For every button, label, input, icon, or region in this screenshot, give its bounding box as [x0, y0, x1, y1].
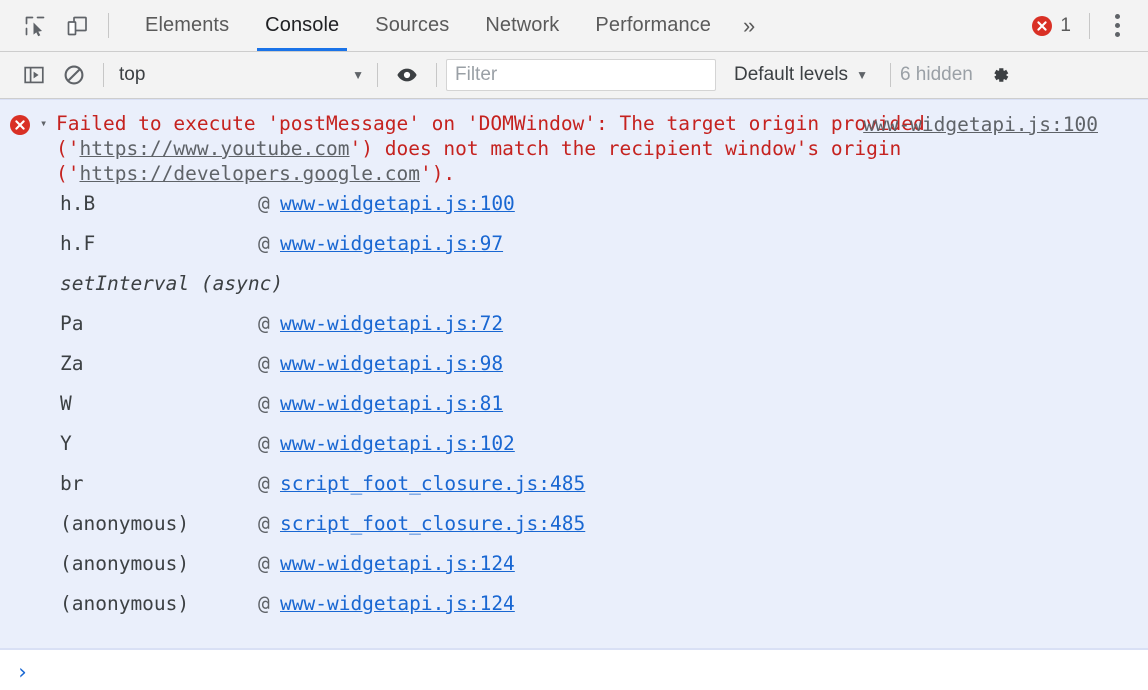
stack-frame-at-symbol: @ [258, 312, 270, 335]
chevron-down-icon: ▼ [856, 68, 868, 82]
kebab-menu-icon[interactable] [1098, 7, 1136, 45]
tab-console[interactable]: Console [247, 0, 357, 51]
stack-frame: Za @ www-widgetapi.js:98 [0, 352, 1148, 392]
tab-performance-label: Performance [595, 14, 711, 36]
execution-context-select[interactable]: top ▼ [113, 60, 368, 90]
log-levels-select[interactable]: Default levels ▼ [734, 64, 872, 86]
stack-frame: h.F @ www-widgetapi.js:97 [0, 232, 1148, 272]
error-circle-icon [1032, 15, 1053, 36]
stack-frame-function: (anonymous) [60, 552, 190, 575]
stack-frame-source-link[interactable]: script_foot_closure.js:485 [280, 472, 586, 495]
filter-divider-2 [377, 63, 378, 87]
stack-frame-function: (anonymous) [60, 512, 190, 535]
stack-frame-function: setInterval (async) [60, 272, 284, 295]
stack-frame: br @ script_foot_closure.js:485 [0, 472, 1148, 512]
live-expression-eye-icon[interactable] [387, 58, 427, 92]
execution-context-value: top [119, 64, 146, 85]
console-filter-toolbar: top ▼ Default levels ▼ 6 hidden [0, 52, 1148, 99]
filter-divider-4 [889, 63, 891, 87]
stack-frame-source-link[interactable]: www-widgetapi.js:81 [280, 392, 504, 415]
console-sidebar-icon[interactable] [14, 58, 54, 92]
tab-network-label: Network [485, 14, 560, 36]
stack-frame: (anonymous) @ www-widgetapi.js:124 [0, 592, 1148, 632]
stack-frame-function: br [60, 472, 84, 495]
disclosure-triangle-icon[interactable]: ▾ [40, 116, 48, 130]
more-tabs-chevron-icon[interactable]: » [743, 12, 756, 38]
stack-frame-function: W [60, 392, 72, 415]
stack-frame-function: h.B [60, 192, 96, 215]
stack-frame-async: setInterval (async) [0, 272, 1148, 312]
stack-frame: (anonymous) @ script_foot_closure.js:485 [0, 512, 1148, 552]
tab-sources-label: Sources [375, 14, 450, 36]
stack-frame: h.B @ www-widgetapi.js:100 [0, 192, 1148, 232]
chevron-down-icon: ▼ [352, 68, 364, 82]
hidden-messages-count[interactable]: 6 hidden [899, 64, 973, 85]
stack-frame-at-symbol: @ [258, 232, 270, 255]
tab-sources[interactable]: Sources [357, 0, 467, 51]
console-prompt-input[interactable] [29, 650, 1148, 690]
stack-frame-function: Za [60, 352, 84, 375]
error-text-segment: '). [419, 162, 456, 185]
stack-frame-source-link[interactable]: www-widgetapi.js:102 [280, 432, 515, 455]
console-message-list[interactable]: ▾ Failed to execute 'postMessage' on 'DO… [0, 99, 1148, 690]
stack-frame: W @ www-widgetapi.js:81 [0, 392, 1148, 432]
tab-elements[interactable]: Elements [127, 0, 247, 51]
error-origin-url[interactable]: https://developers.google.com [79, 162, 420, 185]
error-text-segment: ') does not match the recipient window's… [56, 137, 914, 185]
filter-divider-3 [436, 63, 437, 87]
stack-frame-at-symbol: @ [258, 512, 270, 535]
console-error-header[interactable]: ▾ Failed to execute 'postMessage' on 'DO… [0, 100, 1148, 192]
stack-frame-at-symbol: @ [258, 192, 270, 215]
stack-frame-function: h.F [60, 232, 96, 255]
stack-frame-source-link[interactable]: www-widgetapi.js:124 [280, 552, 515, 575]
error-text-segment: Failed to execute 'postMessage' on 'DOMW… [56, 112, 937, 160]
error-count-badge[interactable]: 1 [1031, 15, 1081, 37]
clear-console-icon[interactable] [54, 58, 94, 92]
stack-frame-source-link[interactable]: script_foot_closure.js:485 [280, 512, 586, 535]
tab-elements-label: Elements [145, 14, 230, 36]
gear-icon[interactable] [981, 58, 1019, 92]
console-error-message[interactable]: ▾ Failed to execute 'postMessage' on 'DO… [0, 99, 1148, 649]
stack-frame-at-symbol: @ [258, 552, 270, 575]
stack-frame: (anonymous) @ www-widgetapi.js:124 [0, 552, 1148, 592]
panel-tabs: Elements Console Sources Network Perform… [127, 0, 769, 51]
stack-frame-at-symbol: @ [258, 392, 270, 415]
filter-divider-1 [103, 63, 104, 87]
stack-frame: Y @ www-widgetapi.js:102 [0, 432, 1148, 472]
error-circle-icon [0, 111, 40, 186]
error-origin-url[interactable]: https://www.youtube.com [79, 137, 350, 160]
stack-frame-source-link[interactable]: www-widgetapi.js:72 [280, 312, 504, 335]
error-count-label: 1 [1060, 14, 1071, 36]
log-levels-label: Default levels [734, 64, 849, 85]
console-stack-trace: h.B @ www-widgetapi.js:100 h.F @ www-widgetap… [0, 192, 1148, 648]
error-source-link[interactable]: www-widgetapi.js:100 [863, 113, 1098, 136]
stack-frame-at-symbol: @ [258, 592, 270, 615]
prompt-caret-icon: › [16, 659, 29, 684]
stack-frame-source-link[interactable]: www-widgetapi.js:124 [280, 592, 515, 615]
console-error-text: Failed to execute 'postMessage' on 'DOMW… [56, 111, 1148, 186]
tab-network[interactable]: Network [467, 0, 577, 51]
stack-frame-source-link[interactable]: www-widgetapi.js:100 [280, 192, 515, 215]
stack-frame-at-symbol: @ [258, 432, 270, 455]
tabbar-right-group: 1 [1031, 0, 1148, 51]
console-prompt-row[interactable]: › [0, 649, 1148, 690]
stack-frame: Pa @ www-widgetapi.js:72 [0, 312, 1148, 352]
tab-performance[interactable]: Performance [577, 0, 729, 51]
stack-frame-source-link[interactable]: www-widgetapi.js:98 [280, 352, 504, 375]
devtools-tabbar: Elements Console Sources Network Perform… [0, 0, 1148, 52]
stack-frame-at-symbol: @ [258, 352, 270, 375]
stack-frame-at-symbol: @ [258, 472, 270, 495]
stack-frame-function: (anonymous) [60, 592, 190, 615]
inspect-element-icon[interactable] [14, 0, 56, 51]
stack-frame-function: Pa [60, 312, 84, 335]
toolbar-divider [108, 13, 109, 38]
tabbar-divider [1089, 12, 1090, 39]
tab-console-label: Console [265, 14, 340, 36]
filter-input[interactable] [446, 59, 716, 91]
device-toolbar-icon[interactable] [56, 0, 98, 51]
stack-frame-source-link[interactable]: www-widgetapi.js:97 [280, 232, 504, 255]
stack-frame-function: Y [60, 432, 72, 455]
